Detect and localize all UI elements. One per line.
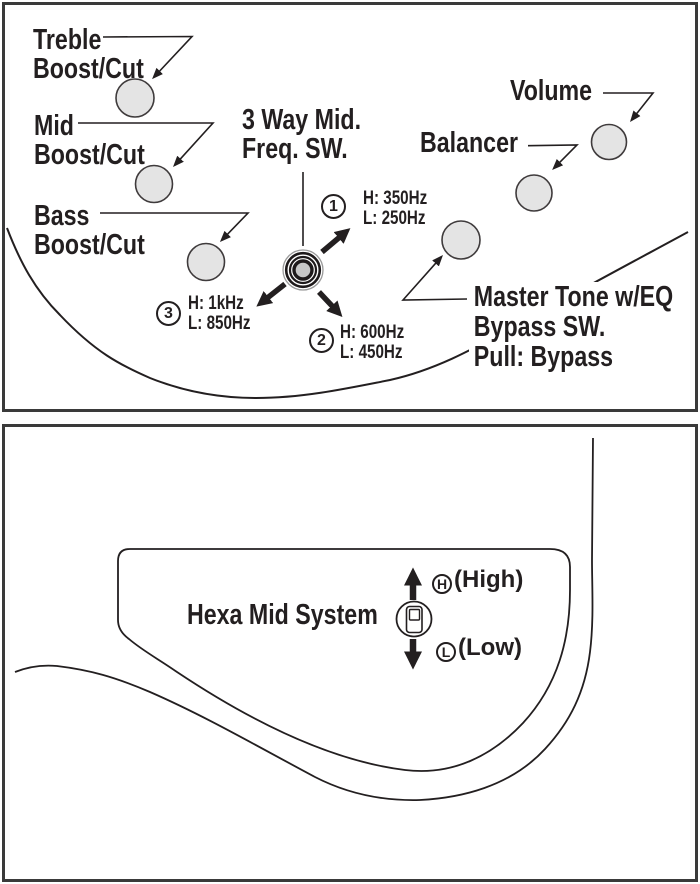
position-1-badge: 1: [321, 194, 346, 219]
body-outline-curve: [14, 437, 594, 801]
position-3-freq-label: H: 1kHz L: 850Hz: [188, 294, 251, 333]
master-tone-label-line2: Bypass SW.: [473, 311, 606, 343]
mid-freq-switch-label-line1: 3 Way Mid.: [242, 104, 362, 136]
bass-label-line1: Bass: [34, 200, 90, 232]
balancer-knob: [515, 174, 553, 212]
position-2-low: L: 450Hz: [340, 341, 403, 363]
master-tone-label-line1: Master Tone w/EQ: [473, 281, 674, 313]
treble-label: Treble Boost/Cut: [33, 26, 144, 84]
controls-artwork: [6, 35, 689, 400]
position-1-arrow-icon: [320, 228, 351, 255]
mid-label: Mid Boost/Cut: [34, 112, 145, 170]
position-2-high: H: 600Hz: [340, 322, 405, 343]
master-tone-label: Master Tone w/EQ Bypass SW. Pull: Bypass: [469, 281, 685, 382]
control-plate-outline: [117, 548, 571, 772]
bass-label: Bass Boost/Cut: [34, 202, 145, 260]
treble-knob: [115, 78, 155, 118]
position-3-badge: 3: [156, 301, 181, 326]
mid-freq-switch-label: 3 Way Mid. Freq. SW.: [242, 106, 361, 164]
treble-label-line1: Treble: [33, 24, 102, 56]
controls-diagram-panel: Treble Boost/Cut Mid Boost/Cut Bass Boos…: [2, 2, 698, 412]
low-letter-badge: L: [436, 642, 456, 662]
position-3-low: L: 850Hz: [188, 312, 251, 334]
position-1-freq-label: H: 350Hz L: 250Hz: [363, 189, 427, 228]
slide-switch-icon: [395, 600, 433, 638]
position-2-badge: 2: [309, 328, 334, 353]
position-3-high: H: 1kHz: [188, 293, 244, 314]
mid-leader-arrow: [78, 122, 215, 168]
rotary-switch-icon: [282, 249, 324, 291]
volume-leader-arrow: [603, 92, 655, 123]
position-3-arrow-icon: [256, 281, 287, 307]
hexa-artwork: [14, 437, 594, 801]
hexa-mid-system-panel: Hexa Mid System H (High) L (Low): [2, 424, 698, 882]
volume-knob: [590, 123, 628, 161]
hexa-mid-system-title: Hexa Mid System: [187, 599, 378, 631]
treble-label-line2: Boost/Cut: [33, 53, 144, 85]
master-tone-leader-arrow: [401, 255, 468, 301]
balancer-label: Balancer: [420, 127, 519, 159]
position-1-high: H: 350Hz: [363, 188, 428, 209]
low-label: (Low): [458, 634, 522, 661]
mid-label-line2: Boost/Cut: [34, 139, 145, 171]
treble-leader-arrow: [102, 35, 194, 80]
high-letter-badge: H: [432, 574, 452, 594]
bass-label-line2: Boost/Cut: [34, 229, 145, 261]
position-1-low: L: 250Hz: [363, 207, 426, 229]
high-label: (High): [454, 566, 524, 593]
master-tone-label-line3: Pull: Bypass: [473, 341, 614, 373]
balancer-leader-arrow: [527, 144, 579, 170]
volume-label: Volume: [510, 75, 593, 107]
position-2-freq-label: H: 600Hz L: 450Hz: [340, 323, 404, 362]
bass-leader-arrow: [100, 212, 250, 243]
master-tone-knob: [441, 220, 481, 260]
mid-label-line1: Mid: [34, 110, 74, 142]
mid-freq-switch-label-line2: Freq. SW.: [242, 133, 348, 165]
bass-knob: [186, 242, 226, 282]
position-2-arrow-icon: [316, 290, 343, 317]
mid-knob: [134, 164, 174, 204]
